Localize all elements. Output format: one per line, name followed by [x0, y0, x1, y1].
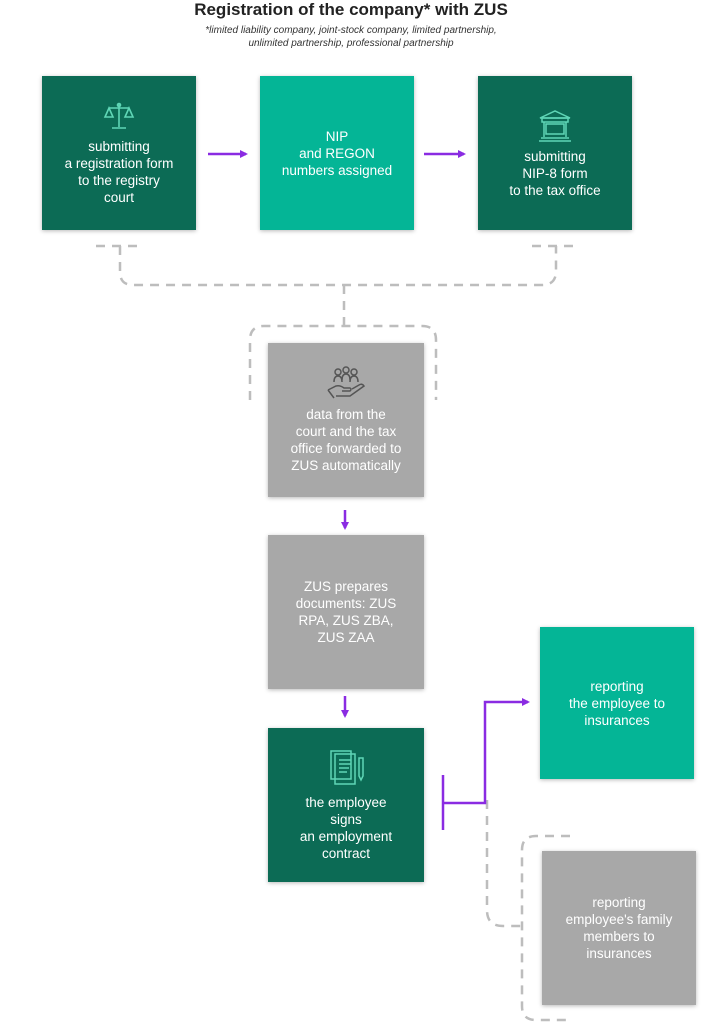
dashed-merge-connector [96, 244, 578, 400]
hand-people-icon [327, 366, 366, 399]
step-label: submitting NIP-8 form to the tax office [509, 148, 601, 198]
step-registry-court: submitting a registration form to the re… [42, 76, 196, 230]
step-zus-documents: ZUS prepares documents: ZUS RPA, ZUS ZBA… [268, 535, 424, 689]
scales-icon [103, 102, 135, 129]
step-label: reporting the employee to insurances [568, 678, 666, 728]
dashed-family-bracket [485, 800, 570, 1022]
page-title: Registration of the company* with ZUS [194, 0, 508, 19]
step-label: the employee signs an employment contrac… [299, 795, 393, 861]
step-label: ZUS prepares documents: ZUS RPA, ZUS ZBA… [295, 579, 397, 645]
step-label: NIP and REGON numbers assigned [281, 128, 393, 178]
tax-office-icon [539, 109, 571, 142]
step-label: data from the court and the tax office f… [290, 407, 402, 473]
bracket-contract-split [441, 702, 528, 830]
flow-arrows [208, 150, 528, 830]
step-label: submitting a registration form to the re… [64, 139, 174, 205]
step-data-forwarded: data from the court and the tax office f… [268, 343, 424, 497]
step-report-employee: reporting the employee to insurances [540, 627, 694, 779]
page-subtitle: *limited liability company, joint-stock … [205, 25, 497, 49]
step-report-family: reporting employee's family members to i… [542, 851, 696, 1005]
step-tax-office: submitting NIP-8 form to the tax office [478, 76, 632, 230]
step-employment-contract: the employee signs an employment contrac… [268, 728, 424, 882]
step-nip-regon: NIP and REGON numbers assigned [260, 76, 414, 230]
step-label: reporting employee's family members to i… [565, 895, 673, 961]
contract-icon [330, 750, 364, 785]
